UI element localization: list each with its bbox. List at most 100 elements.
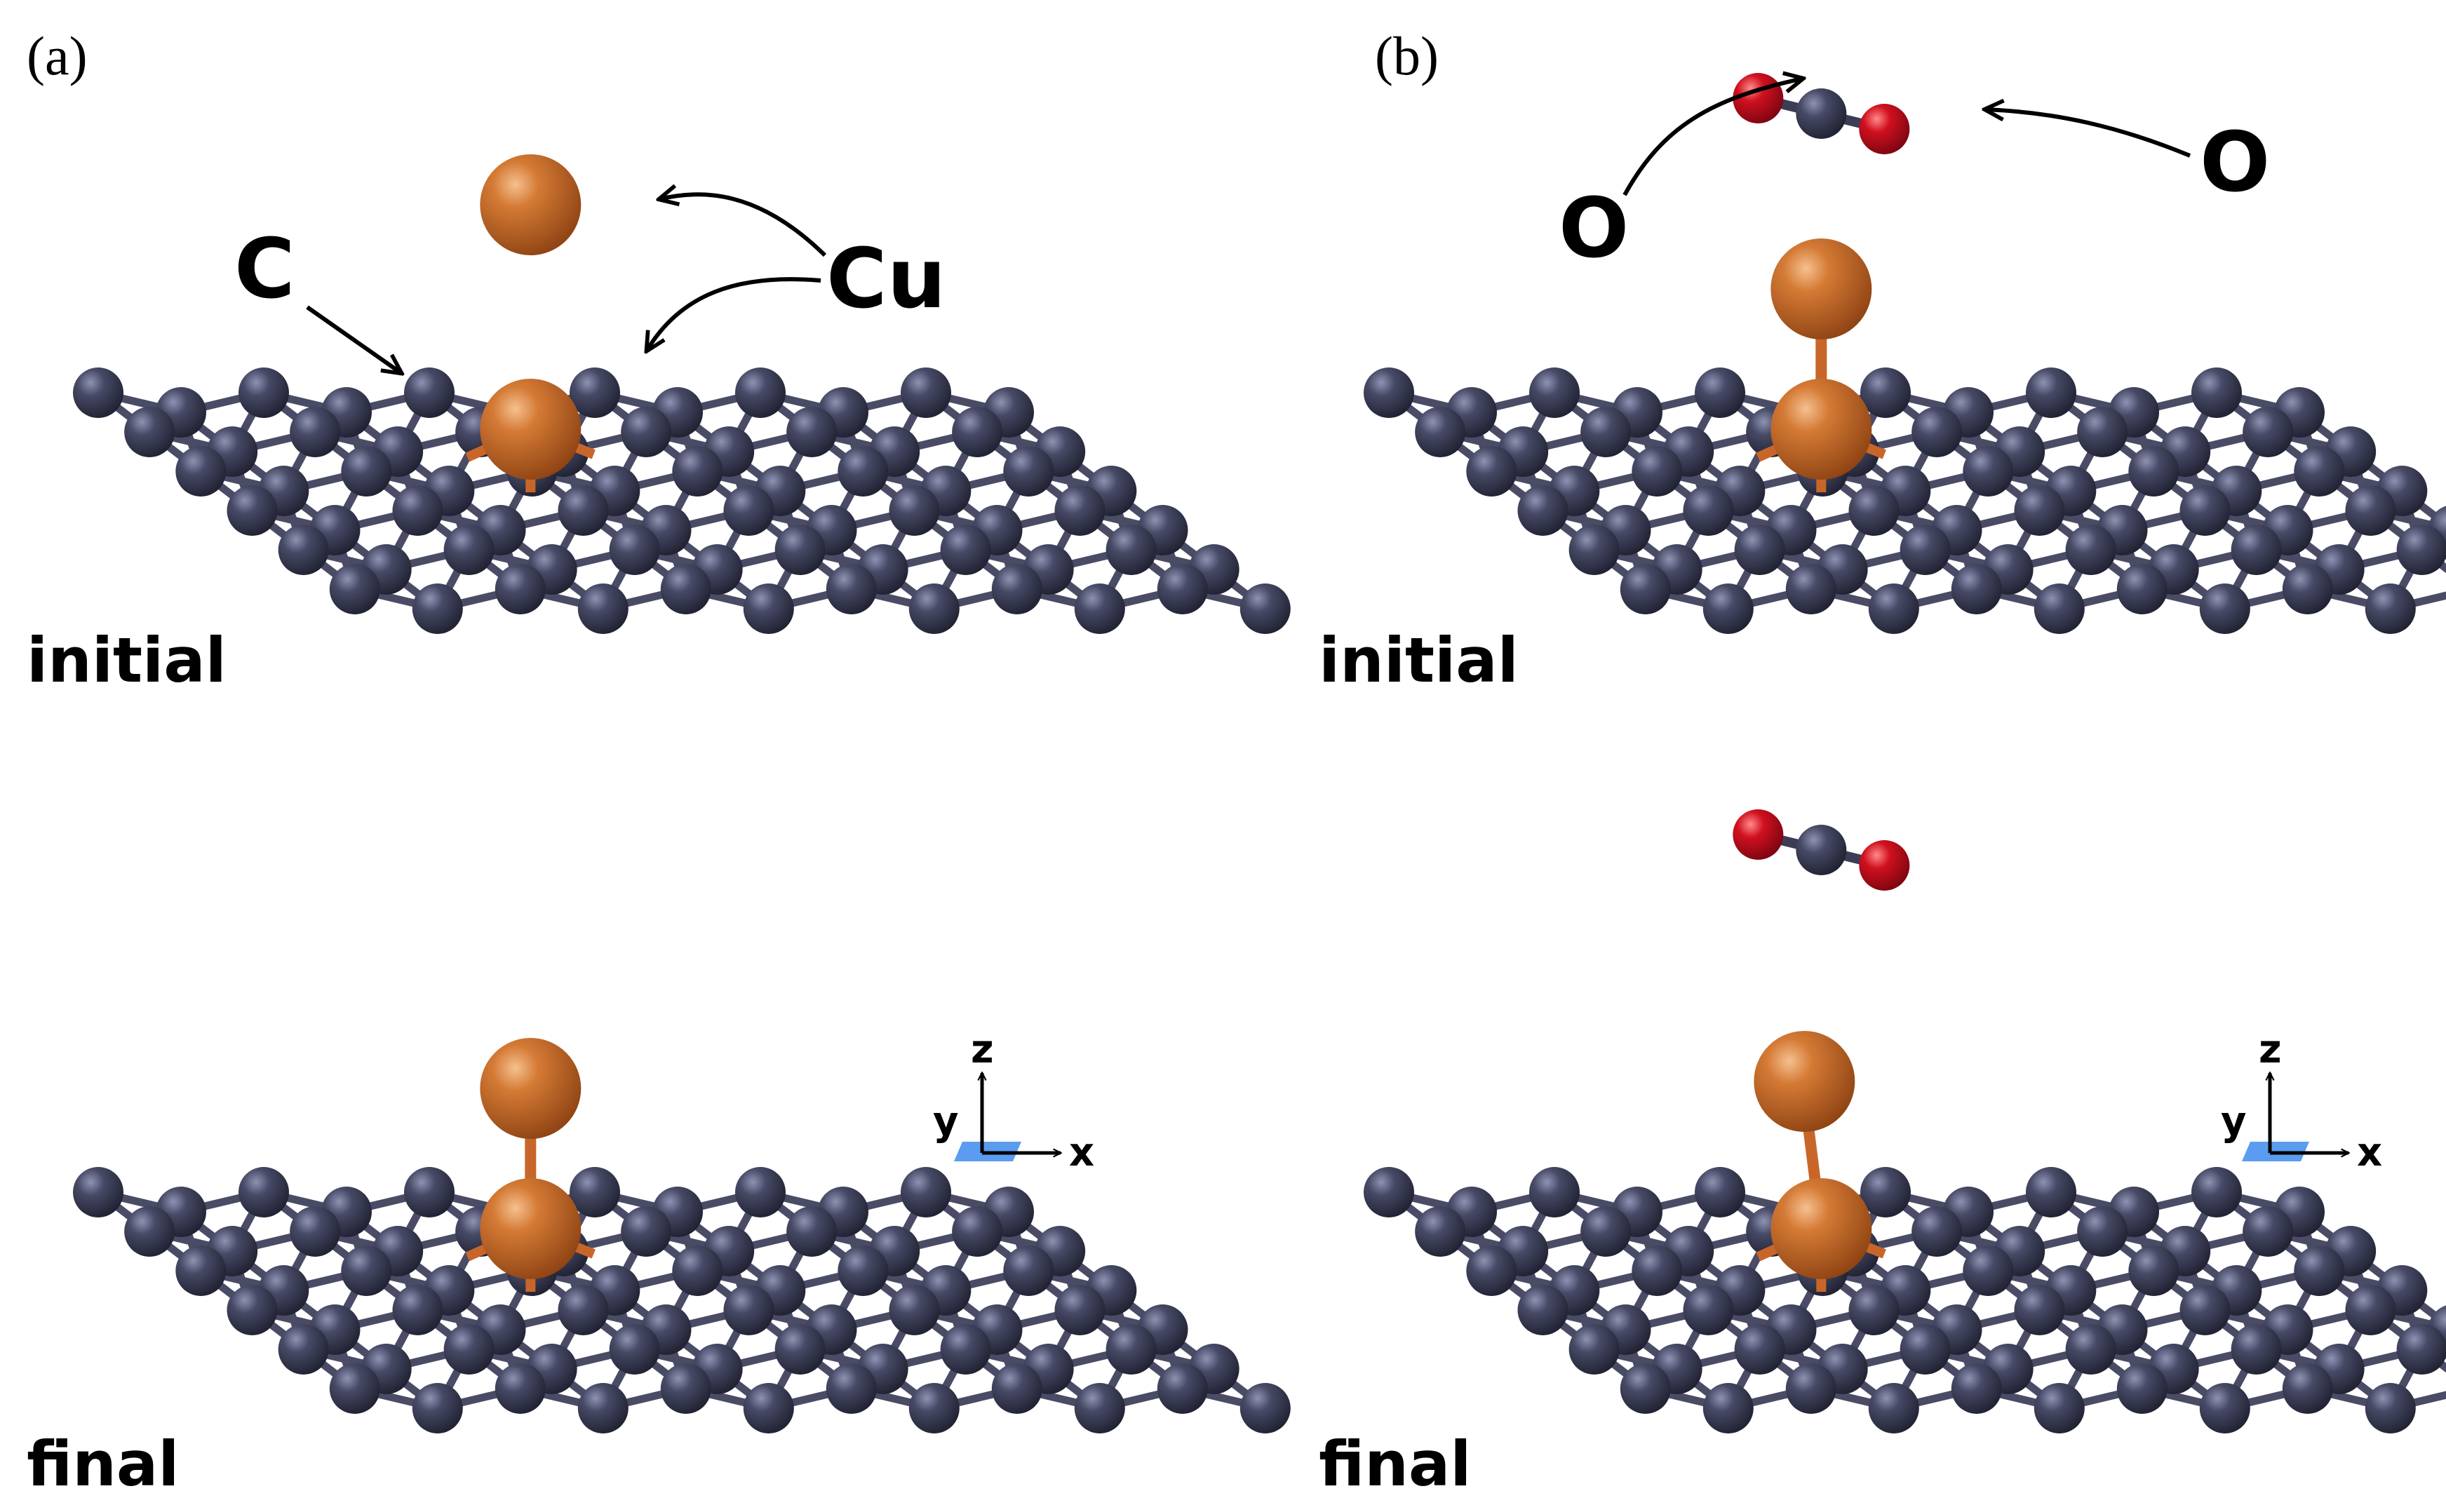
carbon-atom — [2231, 525, 2282, 575]
scene-a-final — [73, 1038, 1291, 1433]
carbon-atom — [227, 485, 278, 536]
carbon-atom — [2231, 1324, 2282, 1375]
carbon-atom — [1868, 583, 1919, 634]
carbon-atom — [1632, 446, 1683, 497]
carbon-atom — [73, 367, 123, 418]
carbon-atom — [2345, 1285, 2396, 1335]
carbon-atom — [1074, 583, 1125, 634]
copper-atom — [1770, 1178, 1872, 1279]
carbon-atom — [2034, 1383, 2085, 1433]
carbon-atom — [2282, 1363, 2333, 1414]
oxygen-atom — [1733, 809, 1784, 860]
annotation-copper: Cu — [826, 230, 946, 327]
graphene-atoms — [73, 367, 1291, 634]
adsorbate — [465, 1038, 596, 1292]
carbon-atom — [412, 1383, 463, 1433]
oxygen-atom — [1733, 73, 1784, 123]
carbon-atom — [1364, 367, 1414, 418]
carbon-atom — [1517, 1285, 1568, 1335]
carbon-atom — [826, 1363, 877, 1414]
carbon-atom — [1620, 564, 1671, 614]
carbon-atom — [124, 407, 175, 457]
arrow-to-oxygen-right — [1985, 109, 2191, 158]
carbon-atom — [1620, 1363, 1671, 1414]
copper-atom — [480, 154, 582, 255]
carbon-atom — [238, 1167, 289, 1217]
carbon-atom — [735, 1167, 786, 1217]
state-label-a-final: final — [27, 1428, 179, 1500]
carbon-atom — [1003, 1246, 1054, 1296]
carbon-atom — [2116, 1363, 2168, 1414]
graphene-atoms — [73, 1167, 1291, 1433]
arrow-to-copper-surface — [647, 277, 821, 351]
oxygen-atom — [1859, 104, 1910, 154]
carbon-atom — [1415, 1206, 1466, 1257]
triad-x-label: x — [2357, 1130, 2382, 1175]
carbon-atom — [558, 485, 609, 536]
carbon-atom — [2179, 485, 2231, 536]
carbon-atom — [1785, 1363, 1836, 1414]
carbon-atom — [1868, 1383, 1919, 1433]
carbon-atom — [1951, 564, 2002, 614]
carbon-atom — [577, 1383, 629, 1433]
carbon-atom — [1796, 825, 1847, 875]
carbon-atom — [73, 1167, 123, 1217]
carbon-atom — [1796, 88, 1847, 139]
carbon-atom — [991, 564, 1042, 614]
state-label-a-initial: initial — [27, 624, 227, 696]
carbon-atom — [609, 525, 660, 575]
carbon-atom — [2026, 1167, 2076, 1217]
carbon-atom — [2365, 583, 2416, 634]
annotation-oxygen-left: O — [1559, 180, 1629, 276]
carbon-atom — [1106, 1324, 1157, 1375]
carbon-atom — [621, 1206, 672, 1257]
carbon-atom — [2191, 1167, 2242, 1217]
carbon-atom — [786, 1206, 838, 1257]
carbon-atom — [621, 407, 672, 457]
carbon-atom — [238, 367, 289, 418]
carbon-atom — [2294, 1246, 2345, 1296]
carbon-atom — [1239, 1383, 1291, 1433]
co2-molecule — [1733, 809, 1910, 891]
carbon-atom — [2077, 407, 2128, 457]
carbon-atom — [952, 407, 1003, 457]
carbon-atom — [1632, 1246, 1683, 1296]
co2-molecule — [1733, 73, 1910, 154]
arrow-to-copper-top — [659, 194, 827, 257]
carbon-atom — [278, 1324, 329, 1375]
carbon-atom — [2014, 1285, 2065, 1335]
carbon-atom — [901, 1167, 951, 1217]
carbon-atom — [1517, 485, 1568, 536]
carbon-atom — [1848, 1285, 1900, 1335]
carbon-atom — [1702, 1383, 1754, 1433]
triad-z-label: z — [971, 1027, 994, 1072]
carbon-atom — [774, 1324, 826, 1375]
copper-atom — [1754, 1031, 1855, 1132]
carbon-atom — [1466, 446, 1517, 497]
carbon-atom — [2199, 583, 2250, 634]
carbon-atom — [2191, 367, 2242, 418]
carbon-atom — [341, 446, 392, 497]
carbon-atom — [1860, 1167, 1911, 1217]
scene-a-initial — [73, 154, 1291, 634]
annotation-oxygen-right: O — [2200, 114, 2270, 210]
carbon-atom — [940, 525, 991, 575]
carbon-atom — [723, 485, 774, 536]
triad-y-label: y — [2221, 1099, 2247, 1145]
carbon-atom — [1963, 1246, 2014, 1296]
carbon-atom — [1695, 367, 1745, 418]
carbon-atom — [609, 1324, 660, 1375]
carbon-atom — [1951, 1363, 2002, 1414]
carbon-atom — [723, 1285, 774, 1335]
carbon-atom — [1568, 525, 1620, 575]
carbon-atom — [1683, 485, 1734, 536]
carbon-atom — [2365, 1383, 2416, 1433]
carbon-atom — [838, 1246, 889, 1296]
carbon-atom — [743, 583, 794, 634]
carbon-atom — [2396, 1324, 2446, 1375]
copper-atom — [480, 379, 582, 480]
axes-triad-a: z y x — [933, 1027, 1094, 1175]
carbon-atom — [1900, 1324, 1951, 1375]
carbon-atom — [1568, 1324, 1620, 1375]
